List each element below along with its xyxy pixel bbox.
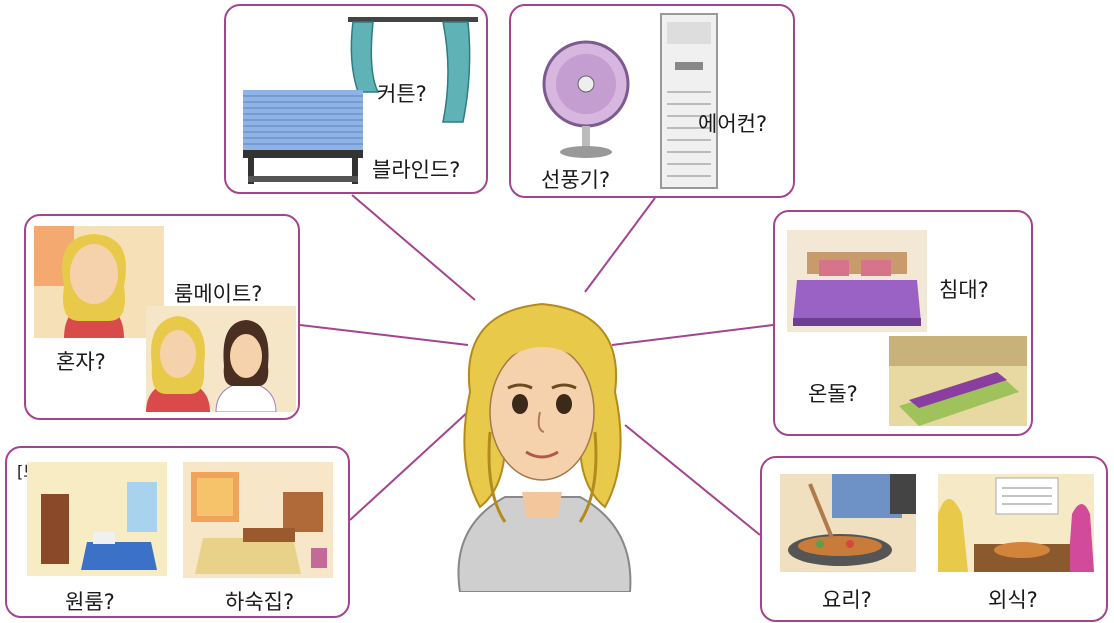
girls-roommate-icon [146, 306, 296, 412]
cooking-icon [780, 474, 916, 572]
air-conditioner-icon [659, 12, 719, 190]
connector-meal [624, 424, 761, 536]
connector-cooling [584, 197, 656, 293]
card-cooling: 선풍기? 에어컨? [509, 4, 795, 198]
boarding-house-icon [183, 462, 333, 578]
card-housing: [보기] 원룸? 하숙집? [5, 446, 350, 618]
fan-label: 선풍기? [541, 168, 611, 192]
connector-window [351, 194, 476, 301]
bed-icon [787, 230, 927, 332]
connector-housing [349, 409, 471, 521]
curtain-icon [338, 12, 486, 132]
ondol-floor-icon [889, 336, 1027, 426]
blind-icon [238, 90, 368, 186]
roommate-label: 룸메이트? [174, 282, 263, 306]
card-sleeping: 침대? 온돌? [773, 210, 1033, 436]
fan-icon [531, 36, 641, 161]
alone-label: 혼자? [56, 350, 106, 374]
oneroom-label: 원룸? [65, 590, 115, 614]
bed-label: 침대? [939, 278, 989, 302]
student-avatar [430, 292, 655, 592]
card-living: 룸메이트? 혼자? [24, 214, 300, 420]
curtain-label: 커튼? [377, 82, 427, 106]
oneroom-icon [27, 462, 167, 576]
boarding-house-label: 하숙집? [225, 590, 295, 614]
eating-out-label: 외식? [988, 588, 1038, 612]
blind-label: 블라인드? [372, 158, 461, 182]
card-meal: 요리? 외식? [760, 456, 1108, 622]
connector-living [299, 324, 469, 346]
card-window-covering: 커튼? 블라인드? [224, 4, 488, 194]
eating-out-icon [938, 474, 1094, 572]
aircon-label: 에어컨? [698, 112, 768, 136]
cooking-label: 요리? [822, 588, 872, 612]
connector-bed [611, 324, 774, 346]
ondol-label: 온돌? [808, 382, 858, 406]
girl-alone-icon [34, 226, 164, 338]
